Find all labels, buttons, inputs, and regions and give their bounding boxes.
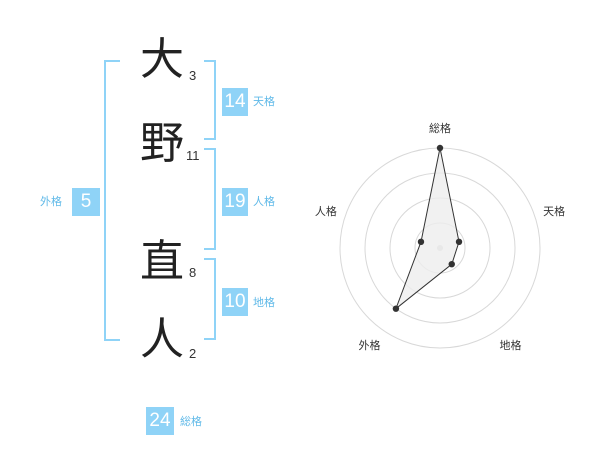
radar-point — [417, 238, 425, 246]
soukaku-value: 24 — [146, 407, 174, 435]
radar-axis-label: 外格 — [359, 338, 381, 352]
stroke-count-4: 2 — [189, 346, 197, 361]
radar-axis-label: 総格 — [429, 121, 451, 135]
radar-axis-label: 地格 — [500, 338, 522, 352]
radar-axis-label: 人格 — [315, 204, 337, 218]
tenkaku-label: 天格 — [253, 95, 275, 108]
name-char-4: 人 — [140, 314, 184, 365]
chikaku-label: 地格 — [253, 296, 275, 309]
radar-polygon — [394, 147, 460, 311]
name-char-2: 野 — [140, 118, 184, 169]
stroke-count-2: 11 — [186, 148, 200, 163]
chikaku-value: 10 — [222, 288, 248, 316]
jinkaku-bracket — [204, 148, 216, 250]
tenkaku-value: 14 — [222, 88, 248, 116]
radar-point — [455, 238, 463, 246]
radar-point — [448, 260, 455, 268]
gaikaku-bracket — [104, 60, 120, 341]
stroke-count-3: 8 — [189, 265, 197, 280]
gaikaku-label: 外格 — [40, 195, 62, 208]
tenkaku-bracket — [204, 60, 216, 140]
jinkaku-value: 19 — [222, 188, 248, 216]
soukaku-label: 総格 — [180, 415, 202, 428]
gaikaku-value: 5 — [72, 188, 100, 216]
radar-axis-label: 天格 — [543, 204, 565, 218]
radar-point — [392, 305, 400, 312]
name-char-3: 直 — [140, 236, 184, 287]
name-char-1: 大 — [140, 34, 184, 85]
stroke-count-1: 3 — [189, 68, 197, 83]
radar-point — [436, 144, 444, 152]
jinkaku-label: 人格 — [253, 195, 275, 208]
chikaku-bracket — [204, 258, 216, 340]
